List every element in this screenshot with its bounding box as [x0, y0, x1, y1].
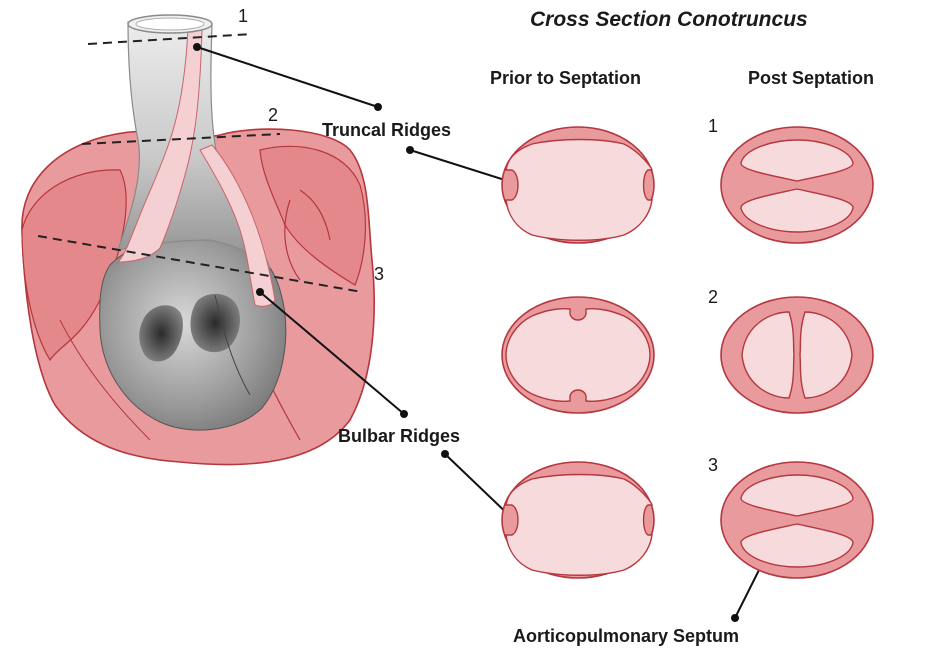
diagram-title: Cross Section Conotruncus	[530, 8, 808, 32]
row-label-1: 1	[708, 116, 718, 137]
section-3-prior	[502, 462, 654, 578]
leader-truncal-1	[197, 47, 378, 107]
truncus-opening-inner	[136, 18, 204, 30]
row-label-2: 2	[708, 287, 718, 308]
leader-dot	[731, 614, 739, 622]
section-2-prior	[502, 297, 654, 413]
leader-dot	[256, 288, 264, 296]
cross-sections	[502, 127, 873, 578]
callout-truncal-ridges: Truncal Ridges	[322, 120, 451, 141]
leader-dot	[193, 43, 201, 51]
section-line-label-2: 2	[268, 105, 278, 126]
section-1-prior	[502, 127, 654, 243]
leader-dot	[441, 450, 449, 458]
column-header-post: Post Septation	[748, 68, 874, 89]
section-3-post	[721, 462, 873, 578]
column-header-prior: Prior to Septation	[490, 68, 641, 89]
leader-dot	[406, 146, 414, 154]
section-line-label-3: 3	[374, 264, 384, 285]
section-2-post	[721, 297, 873, 413]
heart-illustration	[22, 15, 374, 465]
callout-aorticopulmonary-septum: Aorticopulmonary Septum	[513, 626, 739, 647]
leader-dot	[400, 410, 408, 418]
section-1-post	[721, 127, 873, 243]
callout-bulbar-ridges: Bulbar Ridges	[338, 426, 460, 447]
leader-dot	[374, 103, 382, 111]
row-label-3: 3	[708, 455, 718, 476]
section-line-label-1: 1	[238, 6, 248, 27]
